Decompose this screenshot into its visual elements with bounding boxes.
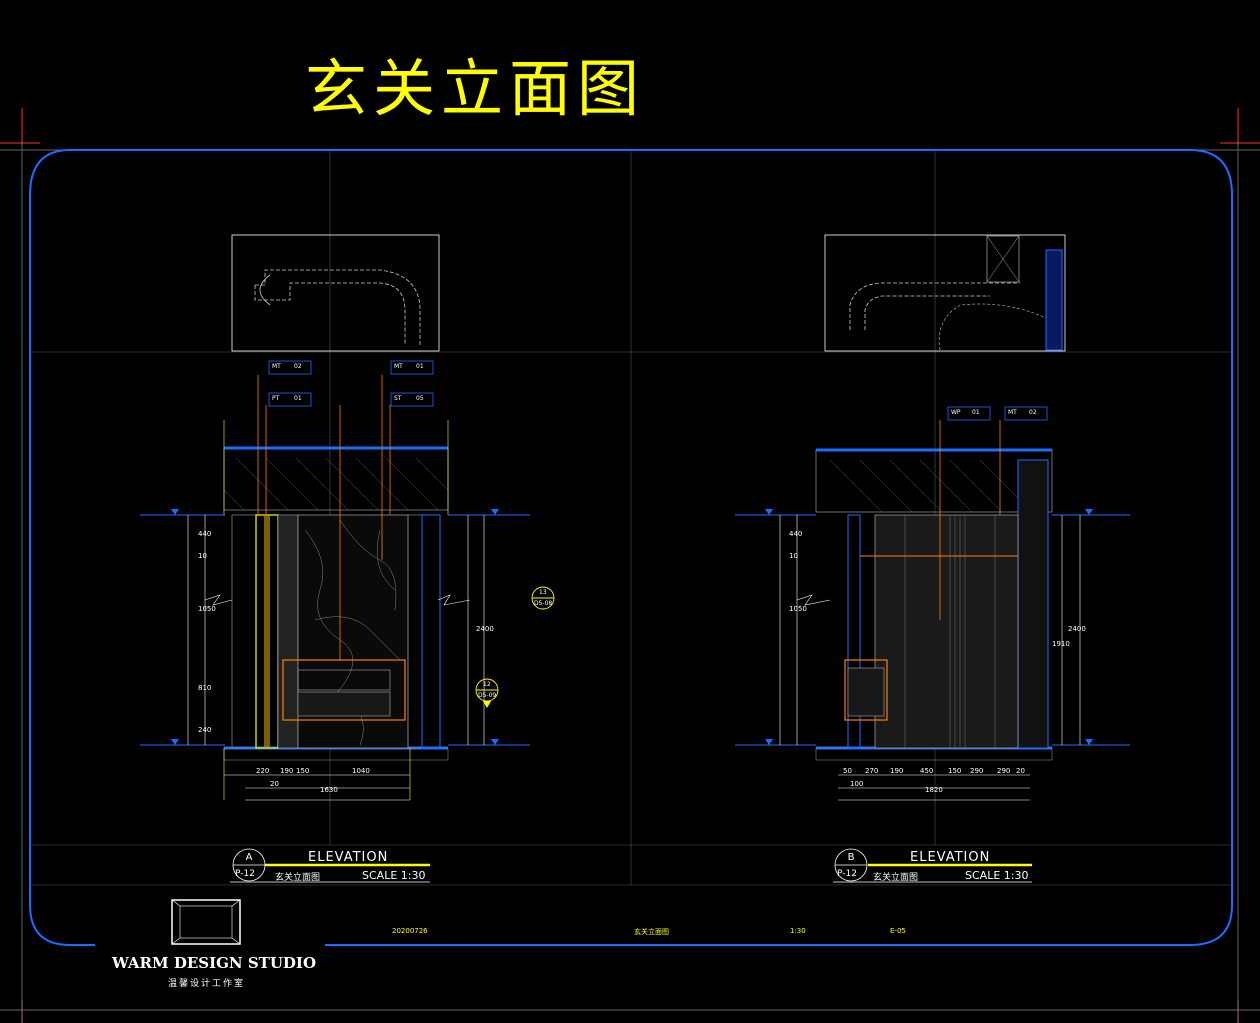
dim-label: 290 (970, 767, 984, 775)
elevation-b (735, 234, 1130, 801)
dim-label: 1820 (925, 786, 943, 794)
dim-label: 1050 (198, 605, 216, 613)
dim-label: 2400 (476, 625, 494, 633)
dim-label: 10 (198, 552, 207, 560)
dim-label: 440 (789, 530, 803, 538)
dim-label: 150 (296, 767, 310, 775)
elevation-b-mark: B (847, 852, 855, 863)
tag-code: PT (272, 395, 280, 402)
dim-label: 450 (920, 767, 934, 775)
section-mark: 12 (483, 681, 491, 688)
title-block-scale: 1:30 (790, 927, 806, 935)
tag-no: 05 (416, 395, 424, 402)
tag-no: 02 (294, 363, 302, 370)
dim-label: 270 (865, 767, 879, 775)
dim-label: 1050 (789, 605, 807, 613)
dim-label: 220 (256, 767, 270, 775)
tag-code: MT (394, 363, 403, 370)
tag-no: 02 (1029, 409, 1037, 416)
title-block-sheet-no: E-05 (890, 927, 906, 935)
section-mark: D5-08 (534, 600, 553, 607)
elevation-b-sheet: P-12 (837, 869, 857, 879)
title-block-drawing-name: 玄关立面图 (634, 928, 669, 936)
tag-no: 01 (294, 395, 302, 402)
tag-code: WP (951, 409, 961, 416)
section-mark: D5-09 (478, 692, 497, 699)
dim-label: 2400 (1068, 625, 1086, 633)
dim-label: 240 (198, 726, 212, 734)
studio-name-cn: 温馨设计工作室 (168, 979, 246, 989)
section-mark: 13 (539, 589, 547, 596)
drawing-title: 玄关立面图 (305, 52, 646, 125)
elevation-a-mark: A (245, 852, 253, 863)
dim-label: 20 (270, 780, 279, 788)
elevation-a-label: ELEVATION (308, 850, 389, 865)
dim-label: 10 (789, 552, 798, 560)
dim-label: 440 (198, 530, 212, 538)
dim-label: 190 (280, 767, 294, 775)
tag-code: MT (272, 363, 281, 370)
elevation-a-scale: SCALE 1:30 (362, 869, 426, 882)
dim-label: 50 (843, 767, 852, 775)
title-block-date: 20200726 (392, 927, 428, 935)
elevation-b-name: 玄关立面图 (873, 873, 919, 883)
dim-label: 150 (948, 767, 962, 775)
dim-label: 1630 (320, 786, 338, 794)
elevation-a (140, 234, 555, 801)
tag-code: ST (394, 395, 402, 402)
studio-logo (171, 899, 241, 945)
dim-label: 20 (1016, 767, 1025, 775)
dim-label: 1040 (352, 767, 370, 775)
dim-label: 100 (850, 780, 864, 788)
studio-name: WARM DESIGN STUDIO (112, 954, 317, 972)
elevation-b-scale: SCALE 1:30 (965, 869, 1029, 882)
tag-no: 01 (972, 409, 980, 416)
tag-code: MT (1008, 409, 1017, 416)
elevation-a-name: 玄关立面图 (275, 873, 321, 883)
dim-label: 810 (198, 684, 212, 692)
elevation-a-sheet: P-12 (235, 869, 255, 879)
crop-marks (0, 108, 1260, 1023)
dim-label: 190 (890, 767, 904, 775)
elevation-b-label: ELEVATION (910, 850, 991, 865)
frame-border (29, 149, 1233, 946)
dim-label: 1910 (1052, 640, 1070, 648)
dim-label: 290 (997, 767, 1011, 775)
tag-no: 01 (416, 363, 424, 370)
